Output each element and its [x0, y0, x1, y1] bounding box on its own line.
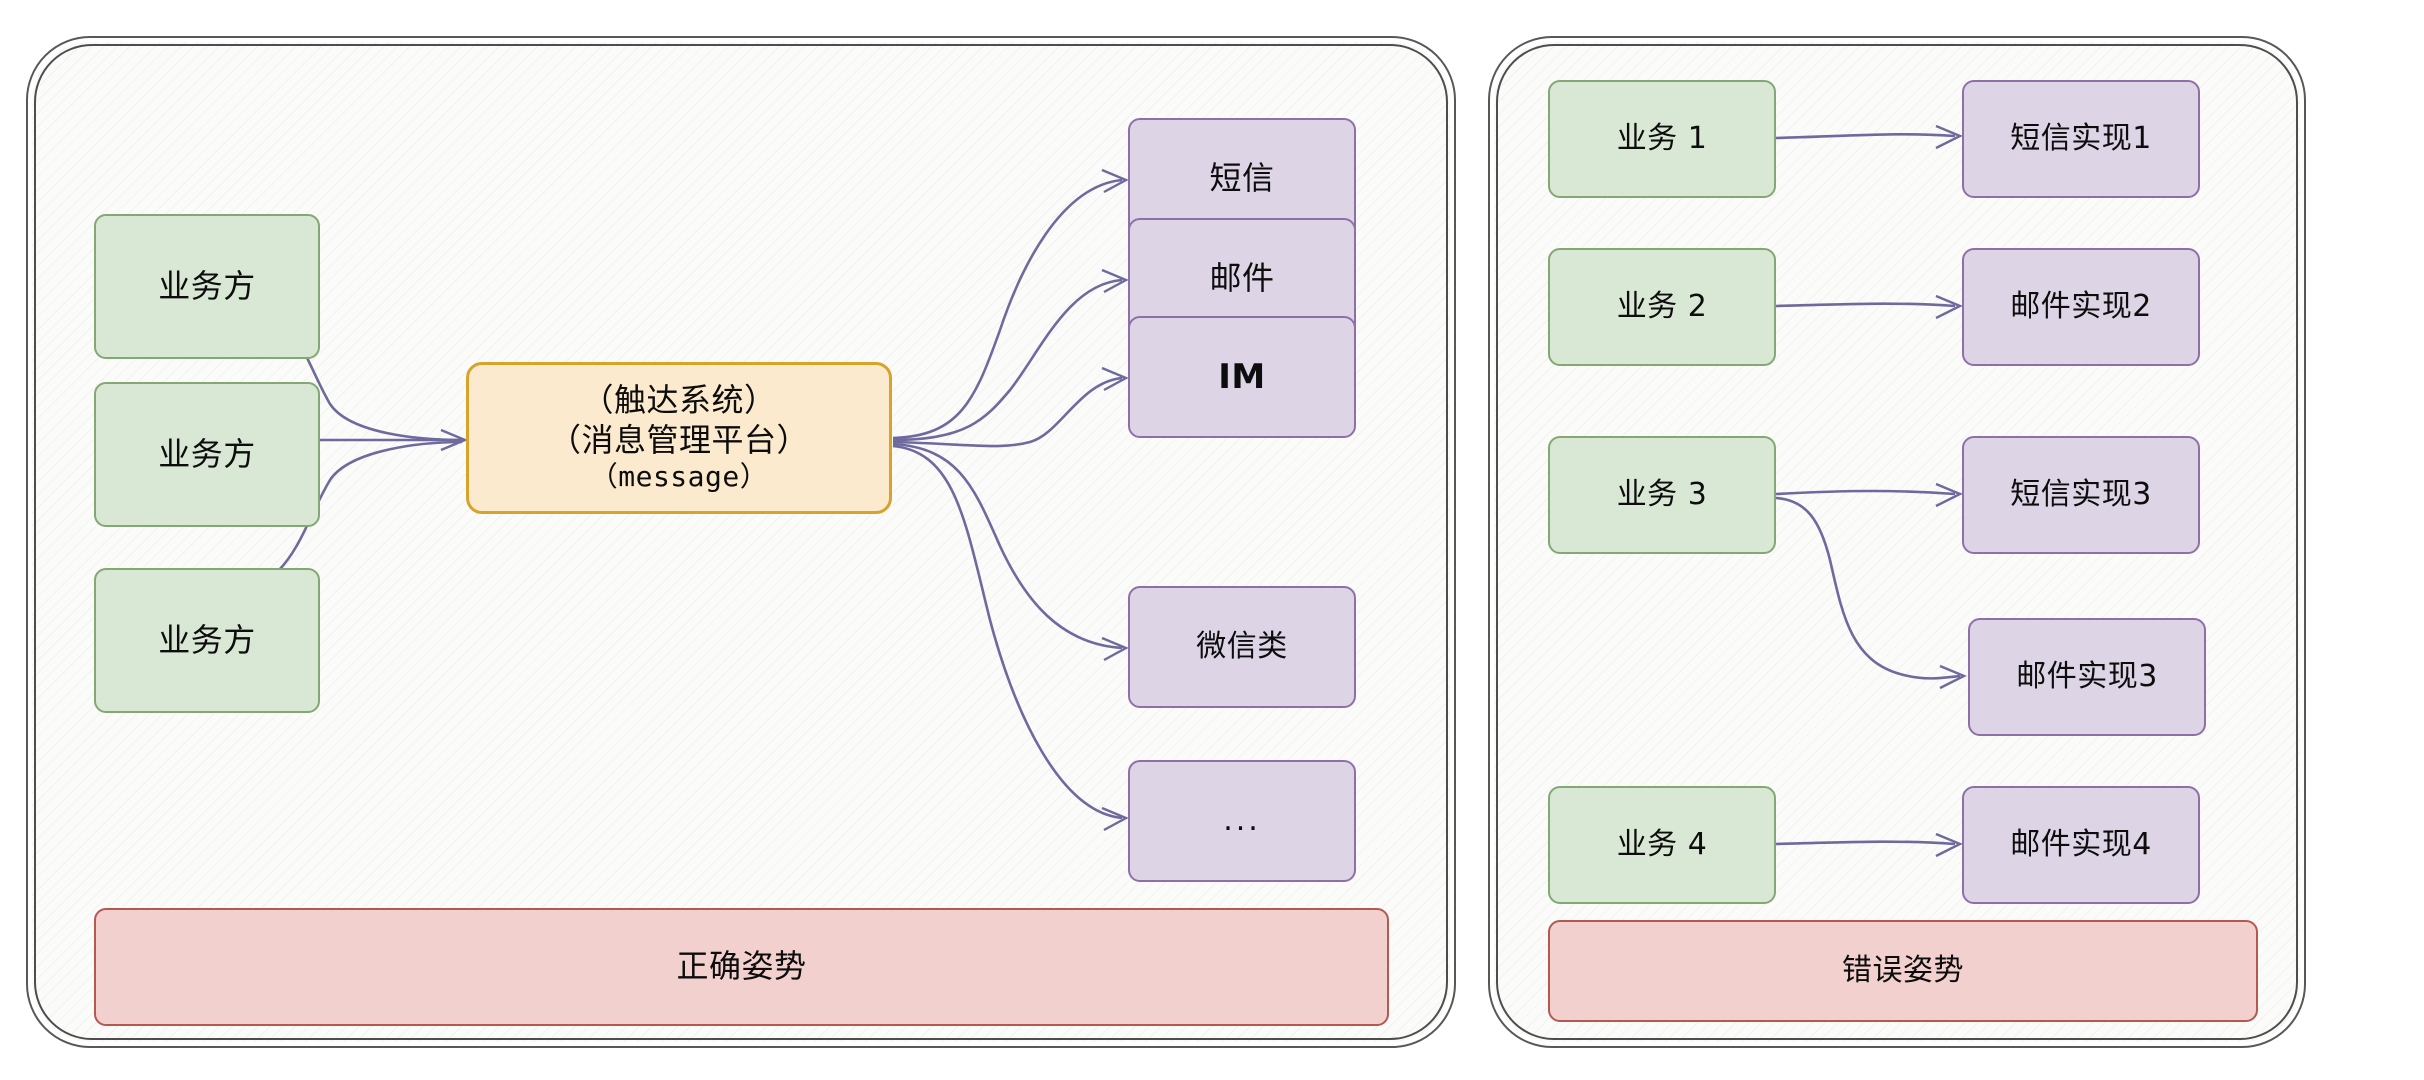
hub-line-2: （消息管理平台）	[548, 420, 809, 459]
impl-box-email-4-label: 邮件实现4	[2010, 827, 2152, 863]
hub-box-message-platform[interactable]: （触达系统） （消息管理平台） （message）	[466, 362, 892, 514]
impl-box-sms-1-label: 短信实现1	[2010, 121, 2152, 157]
source-box-2[interactable]: 业务方	[94, 382, 320, 527]
biz-box-3-label: 业务 3	[1616, 477, 1708, 513]
hub-line-1: （触达系统）	[581, 380, 777, 419]
channel-box-wechat-label: 微信类	[1196, 629, 1288, 665]
impl-box-email-2-label: 邮件实现2	[2010, 289, 2152, 325]
channel-box-im-label: IM	[1218, 356, 1266, 397]
correct-pattern-banner: 正确姿势	[94, 908, 1389, 1026]
channel-box-sms-label: 短信	[1209, 159, 1275, 198]
biz-box-4[interactable]: 业务 4	[1548, 786, 1776, 904]
biz-box-3[interactable]: 业务 3	[1548, 436, 1776, 554]
biz-box-1[interactable]: 业务 1	[1548, 80, 1776, 198]
impl-box-sms-3[interactable]: 短信实现3	[1962, 436, 2200, 554]
source-box-1[interactable]: 业务方	[94, 214, 320, 359]
source-box-1-label: 业务方	[158, 266, 256, 305]
source-box-2-label: 业务方	[158, 434, 256, 473]
channel-box-im[interactable]: IM	[1128, 316, 1356, 438]
channel-box-more-label: ...	[1223, 803, 1261, 839]
impl-box-sms-3-label: 短信实现3	[2010, 477, 2152, 513]
source-box-3-label: 业务方	[158, 620, 256, 659]
channel-box-wechat[interactable]: 微信类	[1128, 586, 1356, 708]
source-box-3[interactable]: 业务方	[94, 568, 320, 713]
impl-box-email-3-label: 邮件实现3	[2016, 659, 2158, 695]
biz-box-1-label: 业务 1	[1616, 121, 1708, 157]
channel-box-more[interactable]: ...	[1128, 760, 1356, 882]
wrong-pattern-banner-label: 错误姿势	[1842, 953, 1964, 989]
biz-box-2-label: 业务 2	[1616, 289, 1708, 325]
impl-box-sms-1[interactable]: 短信实现1	[1962, 80, 2200, 198]
impl-box-email-2[interactable]: 邮件实现2	[1962, 248, 2200, 366]
channel-box-email-label: 邮件	[1209, 259, 1275, 298]
impl-box-email-3[interactable]: 邮件实现3	[1968, 618, 2206, 736]
correct-pattern-banner-label: 正确姿势	[676, 947, 807, 986]
biz-box-2[interactable]: 业务 2	[1548, 248, 1776, 366]
impl-box-email-4[interactable]: 邮件实现4	[1962, 786, 2200, 904]
hub-line-3: （message）	[589, 460, 769, 494]
biz-box-4-label: 业务 4	[1616, 827, 1708, 863]
wrong-pattern-banner: 错误姿势	[1548, 920, 2258, 1022]
